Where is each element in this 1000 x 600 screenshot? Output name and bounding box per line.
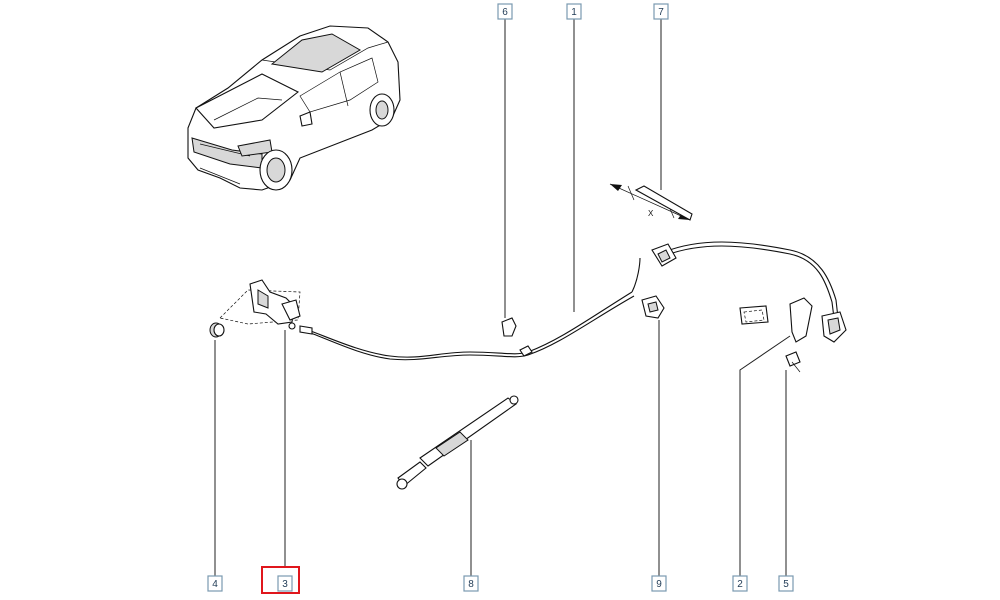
dimension-label: X	[648, 209, 654, 218]
part-2-release-handle	[739, 297, 847, 343]
part-6-clip	[501, 317, 517, 337]
part-7-prop-rod	[634, 185, 693, 221]
callout-5[interactable]: 5	[778, 575, 794, 592]
callout-2[interactable]: 2	[732, 575, 748, 592]
callout-9[interactable]: 9	[651, 575, 667, 592]
callout-8-label: 8	[468, 579, 474, 590]
part-4-bump-stop	[209, 322, 225, 338]
callout-6[interactable]: 6	[497, 3, 513, 20]
part-3-bonnet-lock	[219, 279, 301, 330]
part-5-screw	[785, 351, 801, 373]
callout-7-label: 7	[658, 7, 664, 18]
callout-3[interactable]: 3	[261, 566, 300, 594]
callout-4-label: 4	[212, 579, 218, 590]
callout-6-label: 6	[502, 7, 508, 18]
callout-3-label: 3	[282, 579, 288, 590]
callout-5-label: 5	[783, 579, 789, 590]
callout-8[interactable]: 8	[463, 575, 479, 592]
callout-3-highlight	[261, 566, 300, 594]
leader-lines	[214, 19, 791, 576]
part-9-grommet	[641, 295, 665, 319]
part-8-gas-strut	[396, 395, 519, 490]
callout-1-label: 1	[571, 7, 577, 18]
callout-4[interactable]: 4	[207, 575, 223, 592]
callout-1[interactable]: 1	[566, 3, 582, 20]
part-1-release-cable	[299, 241, 839, 361]
car-illustration	[187, 25, 401, 191]
callout-2-label: 2	[737, 579, 743, 590]
callout-9-label: 9	[656, 579, 662, 590]
callout-7[interactable]: 7	[653, 3, 669, 20]
